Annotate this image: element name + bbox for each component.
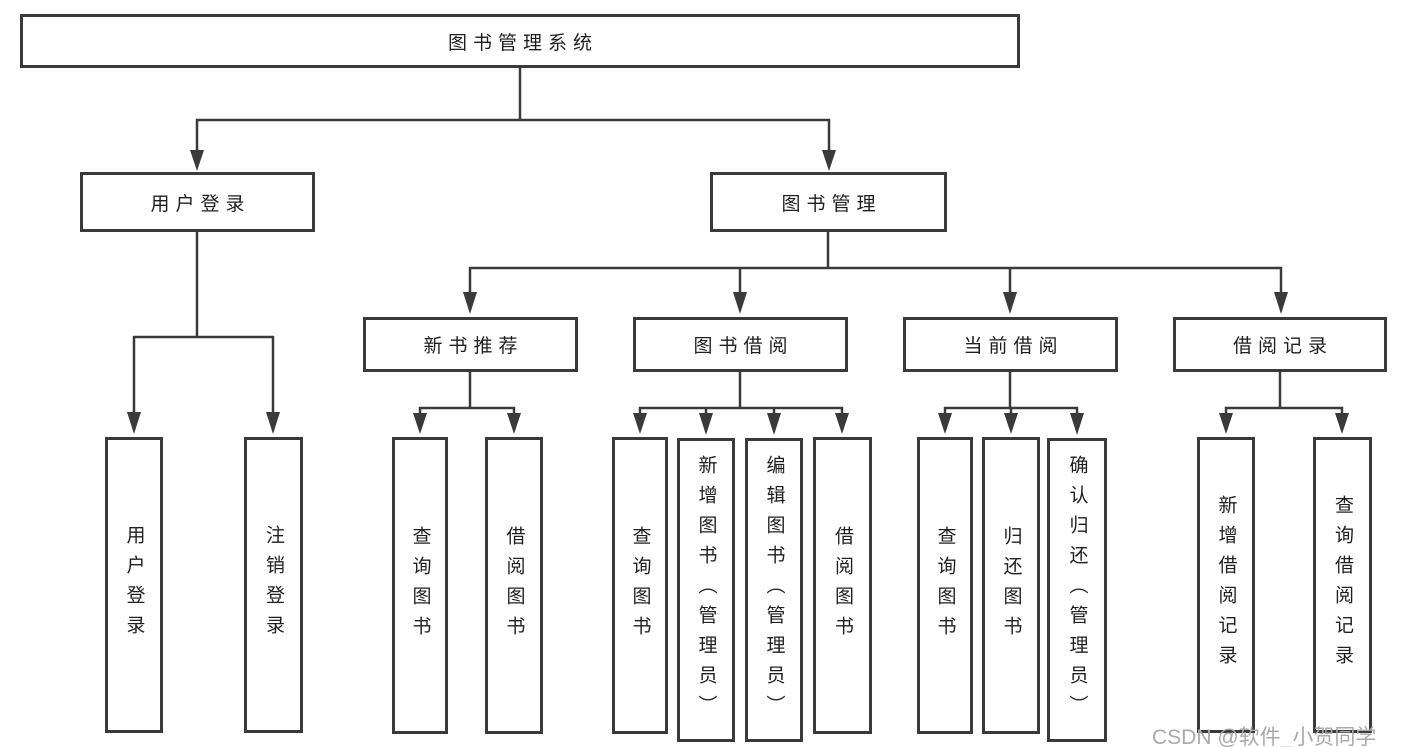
leaf-add-borrow-record: 新增借阅记录 [1197, 437, 1255, 733]
node-user-login: 用户登录 [80, 172, 315, 232]
connector-borrow-records-to-leaves [1219, 372, 1349, 434]
leaf-query-borrow-record: 查询借阅记录 [1313, 437, 1372, 733]
connector-book-borrow-to-leaves [633, 372, 849, 435]
connector-book-mgmt-to-level3 [463, 232, 1288, 314]
leaf-current-query-books: 查询图书 [917, 437, 973, 734]
node-new-book-recommendation: 新书推荐 [363, 317, 578, 372]
node-borrowing-records: 借阅记录 [1173, 317, 1387, 372]
leaf-recommend-query-books: 查询图书 [392, 437, 448, 734]
leaf-return-books: 归还图书 [982, 437, 1040, 734]
leaf-edit-books-admin: 编辑图书（管理员） [745, 438, 803, 742]
leaf-user-login: 用户登录 [105, 437, 163, 733]
connector-new-book-to-leaves [413, 372, 521, 434]
node-book-management: 图书管理 [710, 172, 947, 232]
watermark: CSDN @软件_小贺同学 [1152, 726, 1377, 747]
connector-current-borrow-to-leaves [938, 372, 1084, 435]
node-current-borrowing: 当前借阅 [903, 317, 1118, 372]
leaf-recommend-borrow-books: 借阅图书 [485, 437, 543, 734]
leaf-add-books-admin: 新增图书（管理员） [677, 438, 735, 742]
leaf-borrow-query-books: 查询图书 [612, 437, 668, 734]
connector-user-login-to-leaves [127, 232, 280, 434]
leaf-logout: 注销登录 [244, 437, 303, 733]
leaf-borrow-books: 借阅图书 [813, 437, 872, 734]
leaf-confirm-return-admin: 确认归还（管理员） [1047, 438, 1107, 742]
node-book-borrowing: 图书借阅 [633, 317, 848, 372]
connector-root-to-level2 [190, 68, 836, 171]
node-library-management-system: 图书管理系统 [20, 14, 1020, 68]
